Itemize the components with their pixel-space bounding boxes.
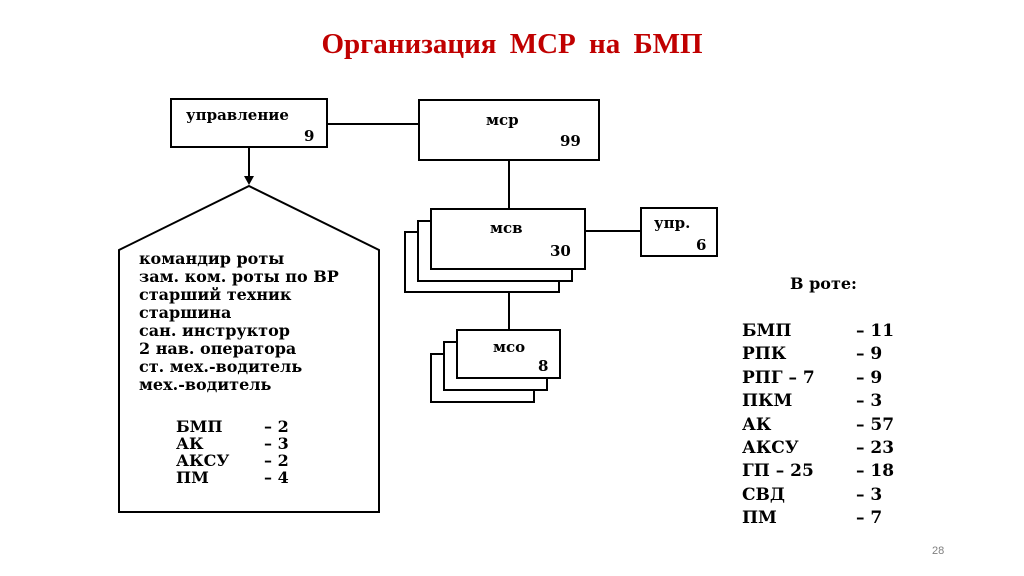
command-staff-item: зам. ком. роты по ВР [139, 267, 339, 286]
roster-row: СВД – 3 [742, 484, 894, 507]
roster-list: БМП – 11 РПК – 9 РПГ – 7 – 9 ПКМ – 3 АК … [742, 320, 894, 531]
roster-row: ГП – 25 – 18 [742, 460, 894, 483]
roster-item-name: БМП [742, 321, 792, 341]
roster-item-count: – 57 [856, 414, 895, 435]
roster-item-count: – 9 [856, 344, 883, 365]
roster-item-name: АКСУ [742, 438, 799, 459]
upr-count: 6 [696, 236, 707, 254]
roster-item-count: – 23 [856, 438, 895, 459]
slide-title: Организация МСР на БМП [321, 28, 703, 60]
upr-box: упр. 6 [640, 207, 718, 257]
command-weapon-row: АКСУ – 2 [176, 452, 289, 469]
msr-label: мср [486, 111, 519, 129]
command-staff-item: старший техник [139, 285, 292, 304]
command-staff-item: мех.-водитель [139, 375, 272, 394]
command-staff-item: ст. мех.-водитель [139, 357, 303, 376]
roster-row: РПГ – 7 – 9 [742, 367, 894, 390]
page-number: 28 [932, 545, 945, 557]
roster-item-name: ПКМ [742, 391, 793, 412]
roster-item-name: АК [742, 414, 772, 435]
weapon-count: – 2 [264, 417, 289, 436]
roster-item-count: – 7 [856, 508, 883, 529]
roster-row: БМП – 11 [742, 320, 894, 343]
weapon-name: АКСУ [176, 451, 230, 470]
roster-item-name: РПК [742, 344, 787, 365]
msr-box: мср 99 [418, 99, 600, 161]
command-staff-item: сан. инструктор [139, 321, 290, 340]
mso-count: 8 [538, 357, 549, 375]
arrow-head-icon [244, 176, 254, 185]
roster-item-name: ПМ [742, 508, 777, 529]
roster-row: РПК – 9 [742, 343, 894, 366]
weapon-name: АК [176, 434, 204, 453]
roster-row: ПМ – 7 [742, 507, 894, 530]
weapon-count: – 2 [264, 451, 289, 470]
roster-item-count: – 9 [856, 367, 883, 388]
mso-box: мсо 8 [456, 329, 561, 379]
weapon-name: БМП [176, 417, 223, 436]
roster-item-name: РПГ – 7 [742, 367, 815, 388]
weapon-name: ПМ [176, 468, 209, 487]
roster-item-count: – 3 [856, 391, 883, 412]
command-staff-list: командир роты зам. ком. роты по ВР старш… [139, 250, 339, 394]
msv-label: мсв [490, 219, 523, 237]
command-panel-shape [118, 184, 380, 513]
roster-row: АКСУ – 23 [742, 437, 894, 460]
upravlenie-box: управление 9 [170, 98, 328, 148]
command-staff-item: 2 нав. оператора [139, 339, 297, 358]
command-weapon-row: ПМ – 4 [176, 469, 289, 486]
roster-row: АК – 57 [742, 414, 894, 437]
roster-item-name: СВД [742, 484, 786, 505]
command-weapon-row: БМП – 2 [176, 418, 289, 435]
mso-label: мсо [493, 338, 526, 356]
command-staff-item: командир роты [139, 249, 285, 268]
msr-count: 99 [560, 132, 581, 150]
upr-label: упр. [654, 214, 691, 232]
msv-box: мсв 30 [430, 208, 586, 270]
command-staff-item: старшина [139, 303, 232, 322]
roster-item-count: – 18 [856, 461, 895, 482]
upravlenie-count: 9 [304, 127, 315, 145]
weapon-count: – 4 [264, 468, 289, 487]
msv-count: 30 [550, 242, 571, 260]
roster-item-count: – 3 [856, 484, 883, 505]
upravlenie-label: управление [186, 106, 289, 124]
roster-item-name: ГП – 25 [742, 461, 814, 482]
weapon-count: – 3 [264, 434, 289, 453]
roster-row: ПКМ – 3 [742, 390, 894, 413]
roster-title: В роте: [790, 274, 857, 293]
command-weapons-list: БМП – 2 АК – 3 АКСУ – 2 ПМ – 4 [176, 418, 289, 486]
roster-item-count: – 11 [856, 321, 895, 341]
command-weapon-row: АК – 3 [176, 435, 289, 452]
